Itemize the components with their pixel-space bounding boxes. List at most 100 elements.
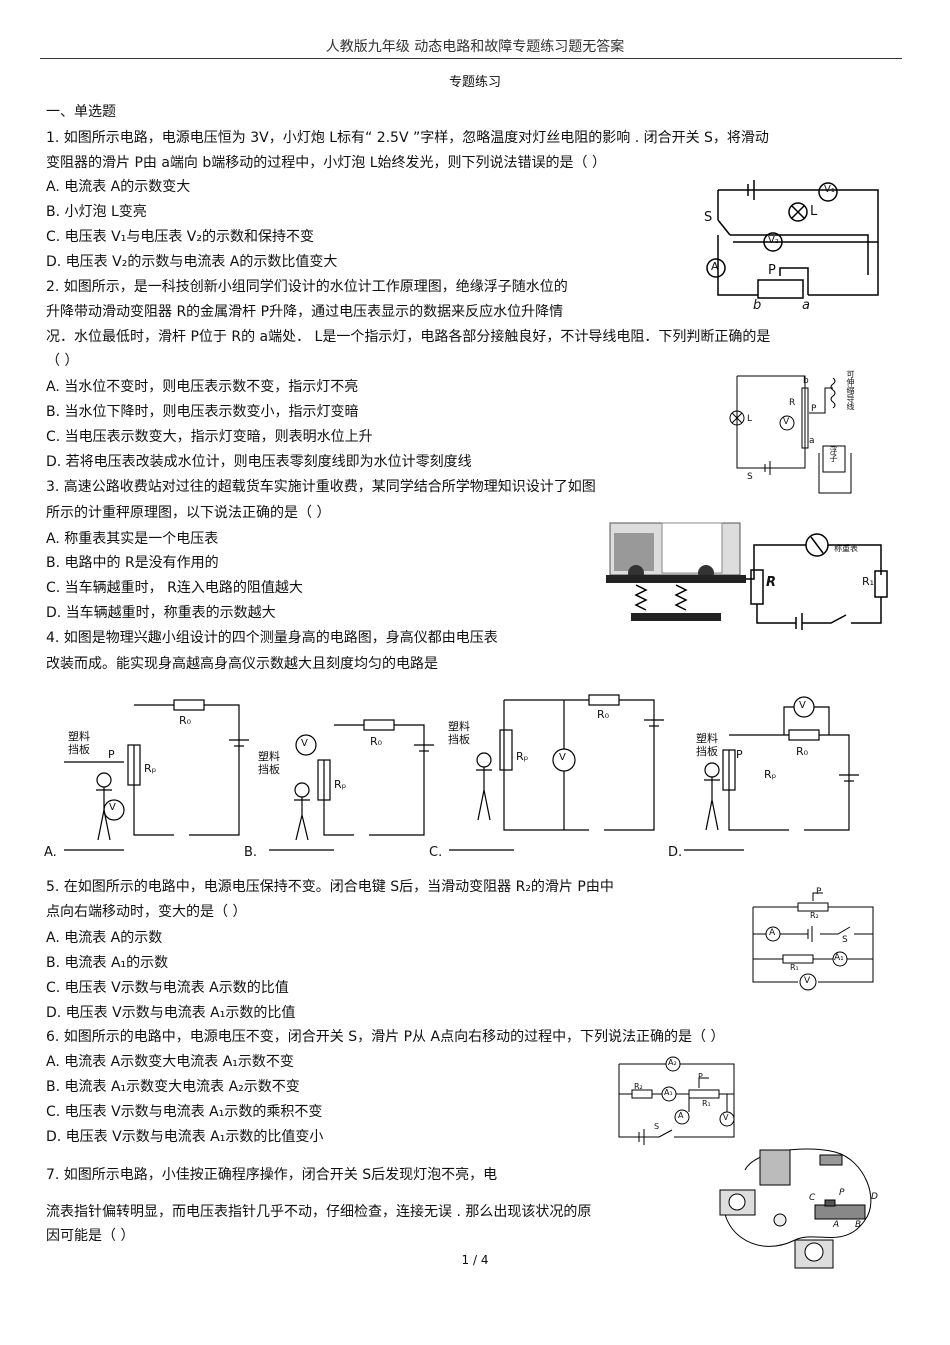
q2-stem-3: 况．水位最低时，滑杆 P位于 R的 a端处． L是一个指示灯，电路各部分接触良好… — [46, 329, 771, 345]
q4-stem-1: 4. 如图是物理兴趣小组设计的四个测量身高的电路图，身高仪都由电压表 — [46, 630, 498, 646]
q6-label-a: A — [678, 1111, 684, 1120]
q5-label-a1: A₁ — [834, 953, 844, 963]
q2-stem-1: 2. 如图所示，是一科技创新小组同学们设计的水位计工作原理图，绝缘浮子随水位的 — [46, 279, 568, 295]
q1-label-a: A — [711, 260, 719, 273]
q7-label-d: D — [871, 1192, 878, 1202]
q3-option-c: C. 当车辆越重时， R连入电路的阻值越大 — [46, 580, 303, 596]
q3-option-b: B. 电路中的 R是没有作用的 — [46, 555, 219, 571]
q4-c-label-plate: 塑料挡板 — [448, 720, 470, 746]
q6-circuit-figure: A₂ R₂ A₁ P A R₁ V S — [614, 1052, 744, 1147]
q5-circuit-figure: P R₂ A S R₁ A₁ V — [748, 887, 878, 995]
q1-option-b: B. 小灯泡 L变亮 — [46, 204, 147, 220]
q4-a-label-rp: Rₚ — [144, 762, 157, 775]
q4-option-c: C. — [429, 845, 443, 860]
q4-d-label-plate: 塑料挡板 — [696, 732, 718, 758]
q4-c-label-rp: Rₚ — [516, 750, 529, 763]
q6-stem-1: 6. 如图所示的电路中，电源电压不变，闭合开关 S，滑片 P从 A点向右移动的过… — [46, 1029, 725, 1045]
q2-stem-4: （ ） — [46, 353, 79, 369]
q4-a-label-r0: R₀ — [179, 714, 192, 727]
q7-label-b: B — [855, 1220, 862, 1230]
q6-label-p: P — [698, 1072, 703, 1081]
q2-label-l: L — [747, 414, 753, 424]
q3-option-a: A. 称重表其实是一个电压表 — [46, 531, 219, 547]
q6-label-r2: R₂ — [634, 1082, 643, 1091]
q2-circuit-figure: L R V P b a S 浮子 可伸缩导线 — [725, 368, 860, 498]
q3-weighing-figure: 称重表 R R₁ — [606, 515, 891, 630]
q2-label-v: V — [783, 417, 790, 427]
q6-option-c: C. 电压表 V示数与电流表 A₁示数的乘积不变 — [46, 1104, 323, 1120]
q3-option-d: D. 当车辆越重时，称重表的示数越大 — [46, 605, 276, 621]
page-header: 人教版九年级 动态电路和故障专题练习题无答案 — [325, 39, 625, 55]
q1-stem-2: 变阻器的滑片 P由 a端向 b端移动的过程中，小灯泡 L始终发光，则下列说法错误… — [46, 155, 606, 171]
q4-option-a: A. — [44, 845, 57, 860]
q7-label-a: A — [833, 1220, 840, 1230]
q5-label-r2: R₂ — [810, 911, 819, 920]
q1-label-l: L — [810, 204, 818, 219]
q1-label-p: P — [768, 263, 776, 278]
q1-label-a-end: a — [802, 298, 810, 313]
page-title: 专题练习 — [448, 75, 501, 90]
q1-label-v1: V₁ — [824, 184, 835, 195]
q1-circuit-figure: V₁ L S V₂ A P b a — [698, 180, 888, 320]
q3-label-r1: R₁ — [862, 575, 875, 588]
q7-label-p: P — [839, 1188, 845, 1198]
q2-label-s: S — [747, 472, 753, 482]
q1-option-d: D. 电压表 V₂的示数与电流表 A的示数比值变大 — [46, 254, 338, 270]
q4-b-label-plate: 塑料挡板 — [258, 750, 280, 776]
section-heading: 一、单选题 — [46, 104, 116, 120]
q4-d-label-rp: Rₚ — [764, 768, 777, 781]
q2-label-float: 浮子 — [829, 446, 838, 462]
q2-label-wire: 可伸缩导线 — [846, 370, 855, 410]
q5-option-d: D. 电压表 V示数与电流表 A₁示数的比值 — [46, 1005, 296, 1021]
page-number: 1 / 4 — [461, 1253, 489, 1267]
q7-stem-1: 7. 如图所示电路，小佳按正确程序操作，闭合开关 S后发现灯泡不亮，电 — [46, 1167, 498, 1183]
q6-option-d: D. 电压表 V示数与电流表 A₁示数的比值变小 — [46, 1129, 324, 1145]
q2-option-a: A. 当水位不变时，则电压表示数不变，指示灯不亮 — [46, 379, 359, 395]
q2-option-b: B. 当水位下降时，则电压表示数变小，指示灯变暗 — [46, 404, 359, 420]
q5-label-s: S — [842, 935, 848, 945]
q4-a-label-v: V — [109, 802, 116, 813]
q1-option-a: A. 电流表 A的示数变大 — [46, 179, 191, 195]
q4-c-label-r0: R₀ — [597, 708, 610, 721]
q4-a-label-p: P — [108, 748, 115, 761]
q3-label-meter: 称重表 — [834, 544, 858, 553]
q1-label-b: b — [753, 298, 762, 313]
q5-label-r1: R₁ — [790, 963, 799, 972]
q2-label-b: b — [803, 376, 809, 386]
q2-label-r: R — [789, 398, 796, 408]
q5-label-v: V — [804, 976, 811, 986]
q5-option-a: A. 电流表 A的示数 — [46, 930, 163, 946]
q5-label-p: P — [816, 887, 822, 897]
q1-option-c: C. 电压表 V₁与电压表 V₂的示数和保持不变 — [46, 229, 314, 245]
q6-option-b: B. 电流表 A₁示数变大电流表 A₂示数不变 — [46, 1079, 300, 1095]
q4-d-label-v: V — [799, 700, 806, 711]
q6-label-r1: R₁ — [702, 1099, 711, 1108]
q2-label-p: P — [811, 404, 817, 414]
q4-option-d: D. — [668, 845, 683, 860]
q4-c-label-v: V — [559, 752, 566, 763]
q7-apparatus-figure: C P D A B — [715, 1140, 890, 1280]
q4-d-label-r0: R₀ — [796, 745, 809, 758]
q6-label-a2: A₂ — [668, 1058, 677, 1067]
q1-stem-1: 1. 如图所示电路，电源电压恒为 3V，小灯炮 L标有“ 2.5V ”字样，忽略… — [46, 130, 769, 146]
q5-option-c: C. 电压表 V示数与电流表 A示数的比值 — [46, 980, 289, 996]
header-rule — [40, 58, 902, 59]
q4-stem-2: 改装而成。能实现身高越高身高仪示数越大且刻度均匀的电路是 — [46, 656, 438, 672]
q4-d-label-p: P — [736, 748, 743, 761]
q4-option-b: B. — [244, 845, 258, 860]
q5-option-b: B. 电流表 A₁的示数 — [46, 955, 169, 971]
q3-stem-1: 3. 高速公路收费站对过往的超载货车实施计重收费，某同学结合所学物理知识设计了如… — [46, 479, 596, 495]
q6-label-s: S — [654, 1122, 660, 1131]
q5-stem-1: 5. 在如图所示的电路中，电源电压保持不变。闭合电键 S后，当滑动变阻器 R₂的… — [46, 879, 614, 895]
q2-option-c: C. 当电压表示数变大，指示灯变暗，则表明水位上升 — [46, 429, 373, 445]
q2-label-a: a — [809, 436, 815, 446]
q3-stem-2: 所示的计重秤原理图，以下说法正确的是（ ） — [46, 505, 331, 521]
q2-stem-2: 升降带动滑动变阻器 R的金属滑杆 P升降，通过电压表显示的数据来反应水位升降情 — [46, 304, 564, 320]
q6-label-v: V — [723, 1113, 729, 1122]
q6-option-a: A. 电流表 A示数变大电流表 A₁示数不变 — [46, 1054, 294, 1070]
q4-figures: A. B. C. D. 塑料挡板 P R₀ Rₚ V 塑料挡板 R₀ Rₚ V … — [44, 690, 874, 865]
q1-label-s: S — [704, 210, 713, 225]
q3-label-r: R — [766, 575, 777, 590]
q4-b-label-v: V — [301, 738, 308, 749]
q7-stem-2: 流表指针偏转明显，而电压表指针几乎不动，仔细检查，连接无误 . 那么出现该状况的… — [46, 1204, 592, 1220]
